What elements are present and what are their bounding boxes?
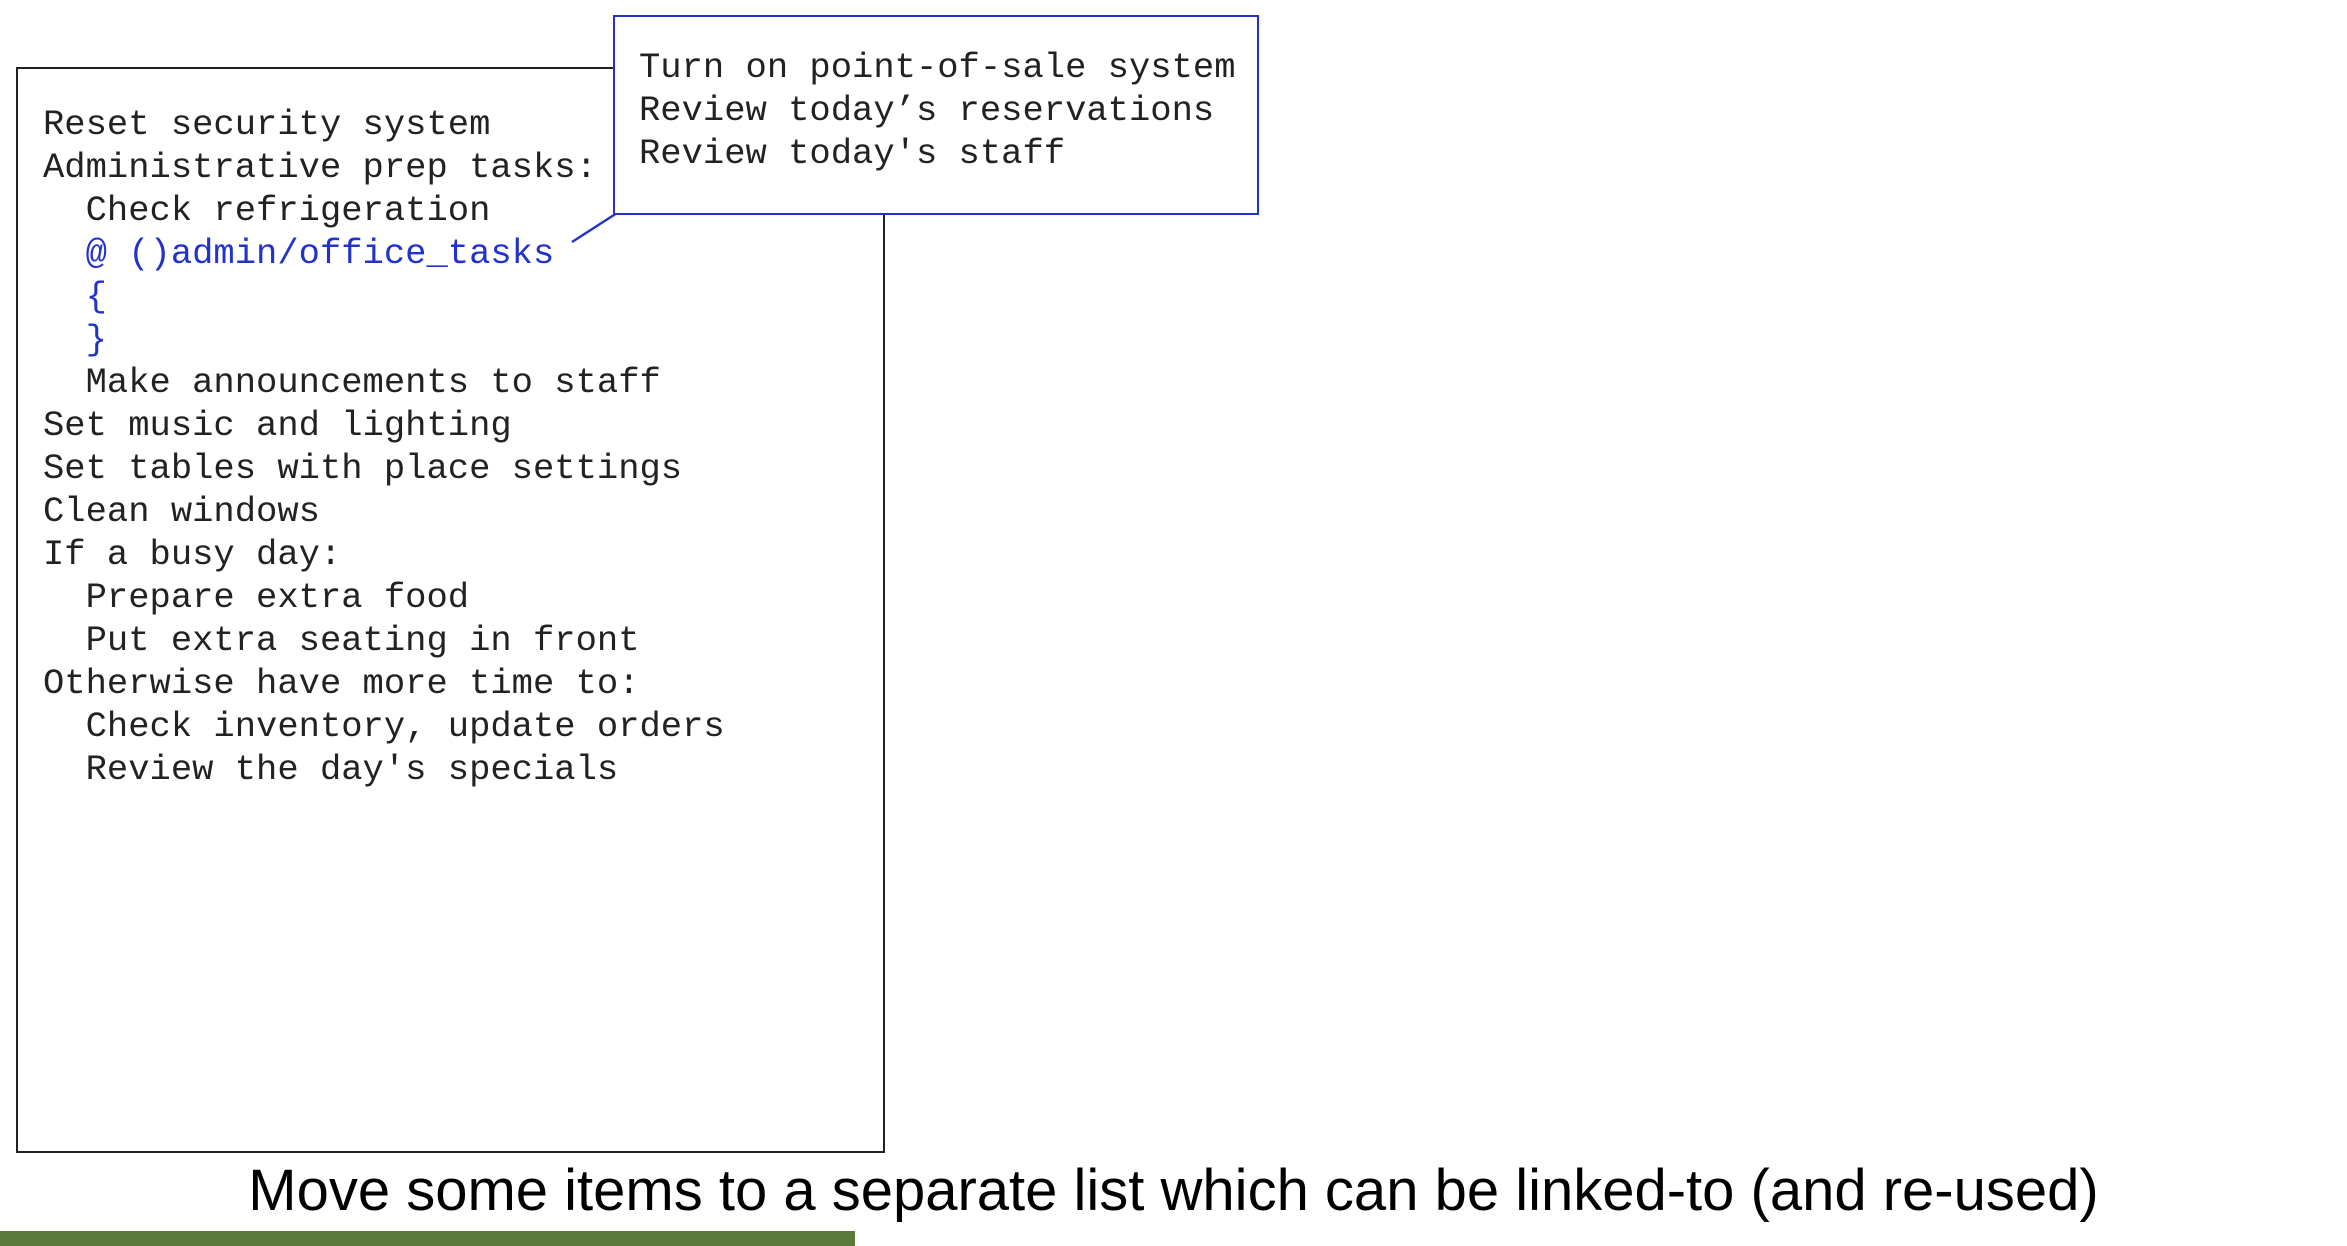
list-item: If a busy day: xyxy=(43,534,342,575)
linked-list-item: Review today’s reservations xyxy=(639,90,1215,131)
list-open-brace: { xyxy=(43,276,107,317)
slide-caption: Move some items to a separate list which… xyxy=(248,1158,2099,1223)
list-item: Put extra seating in front xyxy=(43,620,640,661)
list-item: Set tables with place settings xyxy=(43,448,683,489)
list-item: Otherwise have more time to: xyxy=(43,663,640,704)
list-close-brace: } xyxy=(43,319,107,360)
list-item: Administrative prep tasks: xyxy=(43,147,597,188)
list-item: Set music and lighting xyxy=(43,405,512,446)
list-item: Clean windows xyxy=(43,491,320,532)
linked-list-item: Review today's staff xyxy=(639,133,1066,174)
list-item: Reset security system xyxy=(43,104,491,145)
list-link-reference[interactable]: @ ()admin/office_tasks xyxy=(43,233,555,274)
accent-bar xyxy=(0,1231,855,1246)
linked-list-item: Turn on point-of-sale system xyxy=(639,47,1236,88)
list-item: Prepare extra food xyxy=(43,577,470,618)
list-item: Review the day's specials xyxy=(43,749,619,790)
linked-list-callout: Turn on point-of-sale system Review toda… xyxy=(613,15,1259,215)
list-item: Make announcements to staff xyxy=(43,362,661,403)
list-item: Check refrigeration xyxy=(43,190,491,231)
list-item: Check inventory, update orders xyxy=(43,706,725,747)
main-task-list: Reset security system Administrative pre… xyxy=(16,67,885,1153)
